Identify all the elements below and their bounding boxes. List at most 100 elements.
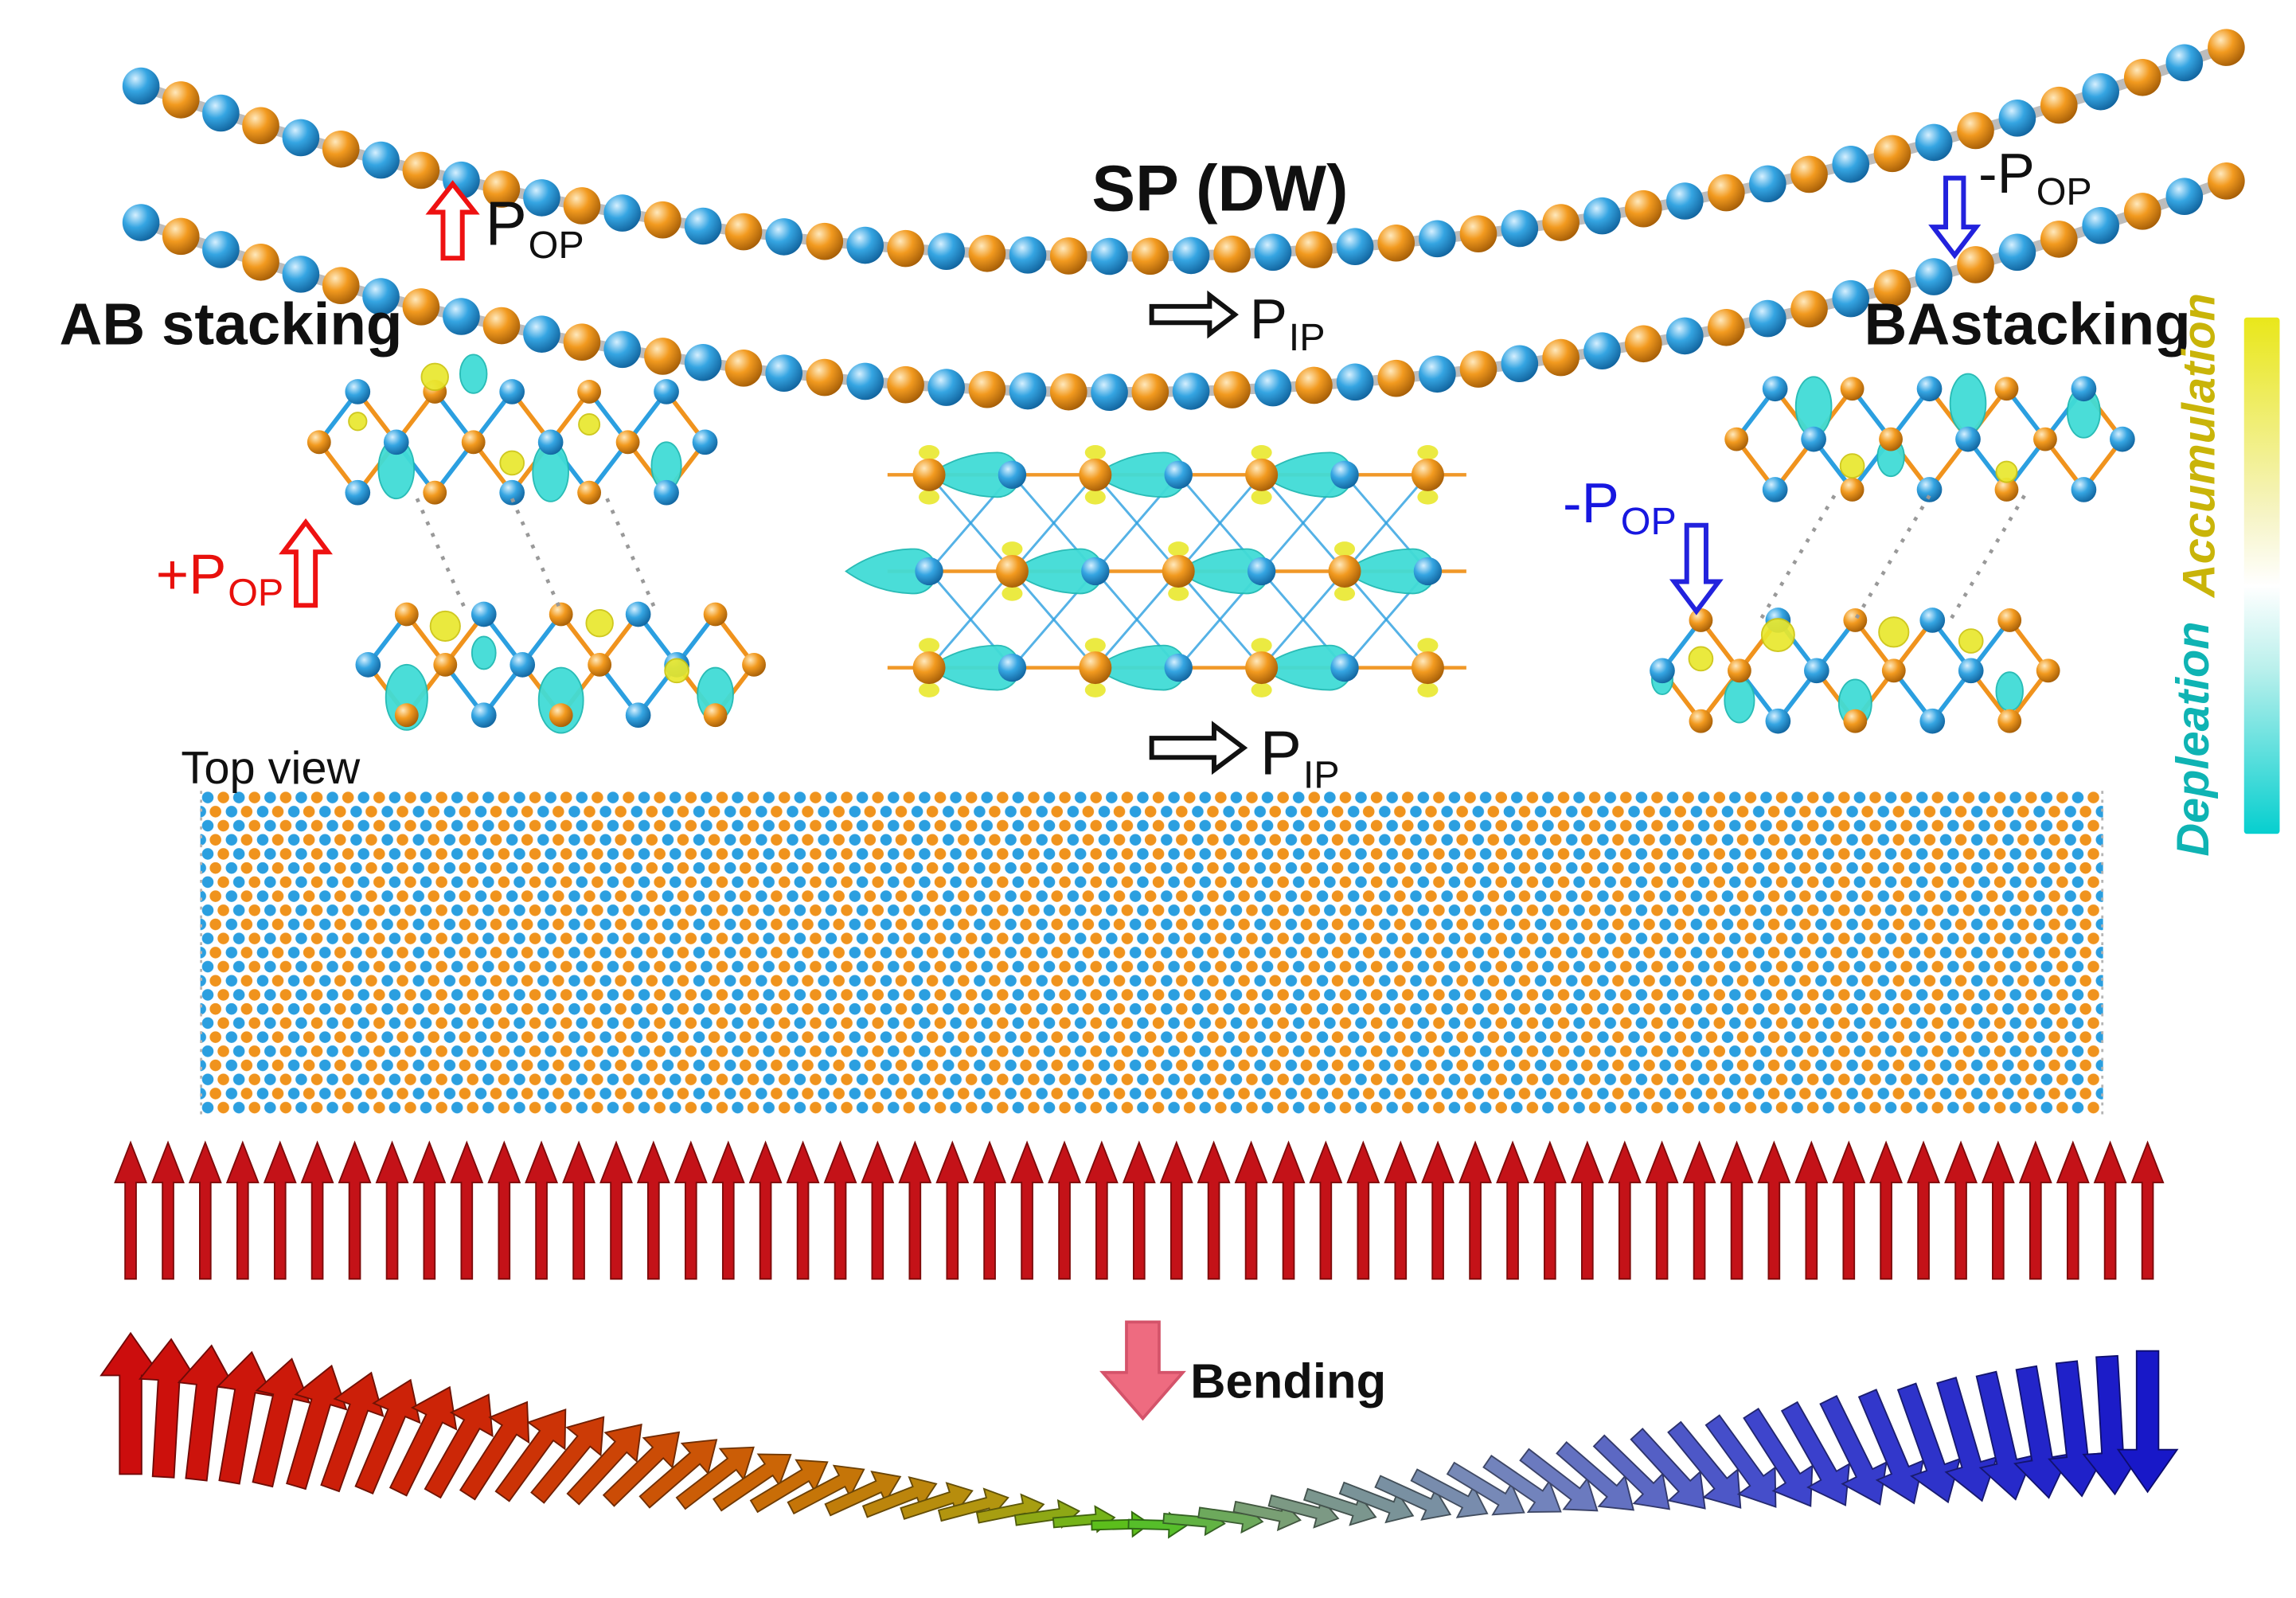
bend-arrow [1556,1440,1635,1511]
lattice-line [1177,474,1263,572]
bend-arrow [1519,1448,1599,1512]
up-arrow [599,1140,633,1280]
bend-arrow [566,1424,642,1506]
up-arrow [1084,1140,1119,1280]
up-arrow [1421,1140,1455,1280]
bend-arrow [216,1350,274,1485]
atom-orange [1708,174,1745,212]
charge-accumulation-blob [1417,445,1439,460]
atom-orange [1295,231,1333,268]
up-arrow [562,1140,595,1280]
atom-blue [692,429,718,455]
ba-stacking-label: BAstacking [1865,291,2191,357]
charge-accumulation-blob [1084,638,1106,653]
atom-blue [846,226,884,264]
atom-orange [1131,237,1169,275]
up-arrow [935,1140,970,1280]
up-arrow [786,1140,820,1280]
depletion-label: Depleation [2168,621,2219,856]
atom-blue [471,601,497,627]
atom-orange [1459,350,1497,388]
up-arrow [1869,1140,1904,1280]
bilayer-side-view-chains [122,29,2245,412]
interlayer-guide [1759,494,1837,622]
interlayer-guide [605,498,658,612]
atom-blue [1172,236,1210,275]
atom-blue [282,119,320,157]
atom-blue [345,479,371,506]
atom-blue [2110,426,2135,452]
up-arrow [2056,1140,2090,1280]
atom-blue [927,369,965,406]
atom-blue [1765,708,1791,734]
charge-accumulation-blob [1168,586,1189,601]
pop-up-arrow-icon [425,180,480,261]
interlayer-guide [1853,494,1931,622]
atom-blue [1998,100,2036,137]
atom-orange [968,370,1006,408]
atom-blue [625,702,651,729]
bend-arrow [1091,1510,1151,1538]
charge-accumulation-blob [585,608,614,638]
atom-blue [1164,460,1193,490]
atom-orange [1213,371,1251,408]
atom-orange [1079,458,1112,491]
atom-orange [1881,658,1906,683]
top-view-lattice [200,791,2103,1115]
up-arrow [898,1140,932,1280]
atom-orange [1957,111,1994,150]
plus-pop-up-arrow-icon [279,518,333,608]
atom-orange [1840,377,1865,401]
atom-orange [995,554,1029,588]
bending-arrow-field [100,1331,2179,1539]
atom-orange [577,480,602,505]
atom-blue [1247,557,1276,586]
atom-blue [765,354,803,392]
atom-orange [2123,193,2161,230]
up-arrow [412,1140,447,1280]
lattice-line [927,570,1013,669]
atom-orange [307,430,331,455]
atom-blue [1832,279,1870,318]
atom-blue [1164,653,1193,682]
atom-blue [998,460,1027,490]
atom-blue [282,256,320,293]
atom-blue [1009,236,1047,274]
up-arrow [525,1140,559,1280]
atom-orange [703,703,728,728]
charge-accumulation-blob [1333,586,1356,601]
atom-blue [1583,197,1621,235]
atom-blue [2082,72,2119,111]
bend-arrow [424,1393,494,1499]
atom-blue [915,557,943,586]
atom-blue [2165,178,2204,216]
atom-blue [2071,376,2097,402]
atom-blue [1749,165,1786,203]
charge-accumulation-blob [1839,453,1865,479]
charge-accumulation-blob [578,412,601,436]
atom-orange [615,430,640,455]
charge-accumulation-blob [1251,489,1272,505]
atom-orange [1624,325,1662,363]
bend-arrow [252,1358,311,1488]
up-arrow [450,1140,484,1280]
bend-arrow [937,1487,1009,1522]
atom-blue [1998,233,2036,272]
atom-orange [1873,135,1911,173]
charge-accumulation-blob [1084,682,1106,697]
charge-accumulation-blob [1417,638,1439,653]
atom-blue [523,179,560,217]
charge-accumulation-blob [1958,628,1984,654]
charge-accumulation-blob [1688,646,1714,672]
bend-arrow [1743,1408,1814,1507]
atom-orange [2123,58,2161,96]
up-arrow [1720,1140,1754,1280]
charge-accumulation-blob [918,445,940,460]
charge-depletion-blob [459,354,488,394]
atom-blue [684,207,722,245]
atom-blue [1749,299,1786,338]
atom-orange [1542,204,1579,241]
up-arrow [1907,1140,1941,1280]
up-arrow [1197,1140,1231,1280]
plus-pop-label: +POP [156,543,284,614]
